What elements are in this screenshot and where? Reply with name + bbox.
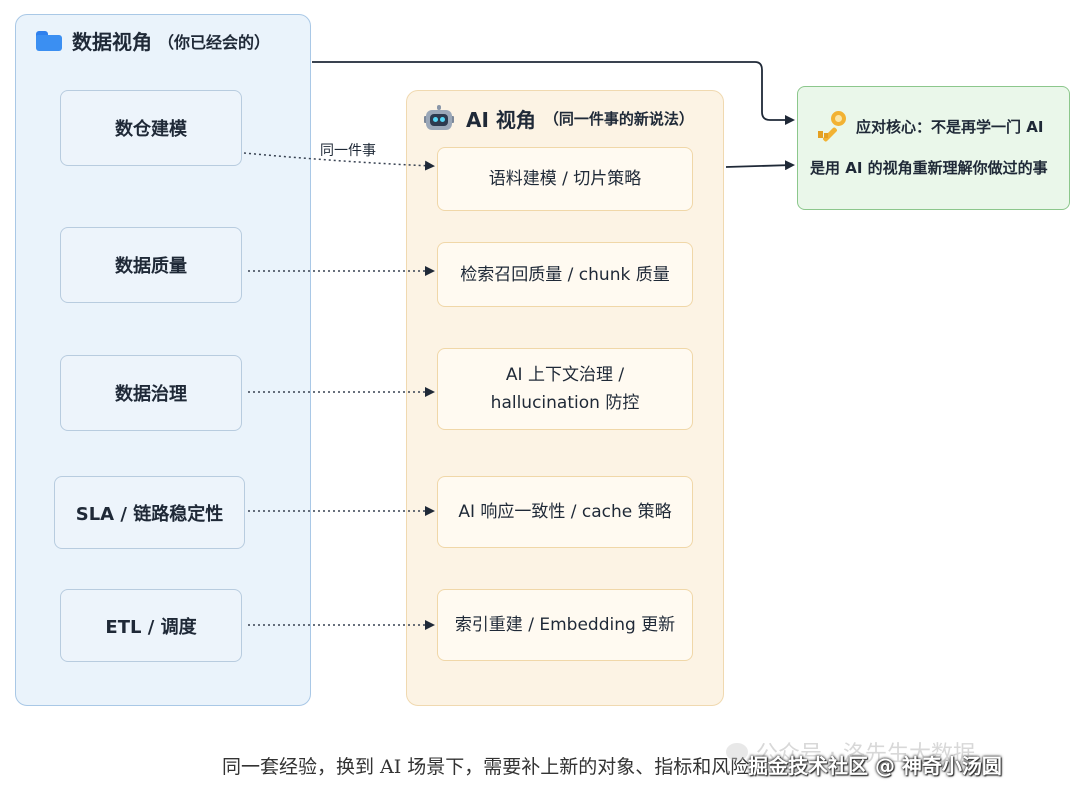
left-item-data-quality: 数据质量 xyxy=(60,227,242,303)
watermark: 掘金技术社区 @ 神奇小汤圆 xyxy=(748,754,1002,778)
ai-item-context-governance: AI 上下文治理 / hallucination 防控 xyxy=(437,348,693,430)
key-icon xyxy=(816,111,846,143)
left-item-etl-scheduling: ETL / 调度 xyxy=(60,589,242,662)
faint-watermark-text: 公众号 · 洛先生大数据 xyxy=(756,742,975,767)
ai-item-text-line2: hallucination 防控 xyxy=(490,393,640,413)
ai-item-text: 检索召回质量 / chunk 质量 xyxy=(460,264,670,285)
folder-icon xyxy=(36,30,62,51)
edge-label-same-thing: 同一件事 xyxy=(320,143,376,159)
left-item-data-warehouse-modeling: 数仓建模 xyxy=(60,90,242,166)
ai-perspective-header: AI 视角 （同一件事的新说法） xyxy=(424,104,694,133)
ai-item-text: 语料建模 / 切片策略 xyxy=(488,169,642,189)
data-perspective-title: 数据视角 xyxy=(72,30,152,54)
key-insight-line2: 是用 AI 的视角重新理解你做过的事 xyxy=(810,159,1048,177)
key-insight-line1: 应对核心：不是再学一门 AI xyxy=(856,117,1044,136)
robot-icon xyxy=(424,104,454,133)
ai-item-text: 索引重建 / Embedding 更新 xyxy=(454,615,676,635)
faint-watermark: 公众号 · 洛先生大数据 xyxy=(726,736,975,768)
key-insight-box: 应对核心：不是再学一门 AI 是用 AI 的视角重新理解你做过的事 xyxy=(797,86,1070,210)
ai-item-retrieval-quality: 检索召回质量 / chunk 质量 xyxy=(437,242,693,307)
ai-perspective-subtitle: （同一件事的新说法） xyxy=(543,110,694,128)
ai-perspective-title: AI 视角 xyxy=(466,108,536,132)
left-item-data-governance: 数据治理 xyxy=(60,355,242,431)
ai-item-text: AI 上下文治理 / xyxy=(505,365,625,385)
wechat-icon xyxy=(726,743,748,761)
ai-item-text: AI 响应一致性 / cache 策略 xyxy=(458,502,672,522)
data-perspective-header: 数据视角 （你已经会的） xyxy=(36,26,270,55)
data-perspective-subtitle: （你已经会的） xyxy=(158,32,271,52)
left-item-sla-pipeline-stability: SLA / 链路稳定性 xyxy=(54,476,245,549)
ai-item-index-rebuild: 索引重建 / Embedding 更新 xyxy=(437,589,693,661)
key-insight-header: 应对核心：不是再学一门 AI xyxy=(816,111,1044,143)
ai-item-corpus-modeling: 语料建模 / 切片策略 xyxy=(437,147,693,211)
ai-item-response-consistency: AI 响应一致性 / cache 策略 xyxy=(437,476,693,548)
figure-caption: 同一套经验，换到 AI 场景下，需要补上新的对象、指标和风险 xyxy=(222,756,750,778)
mid-to-key-arrow xyxy=(725,160,795,171)
